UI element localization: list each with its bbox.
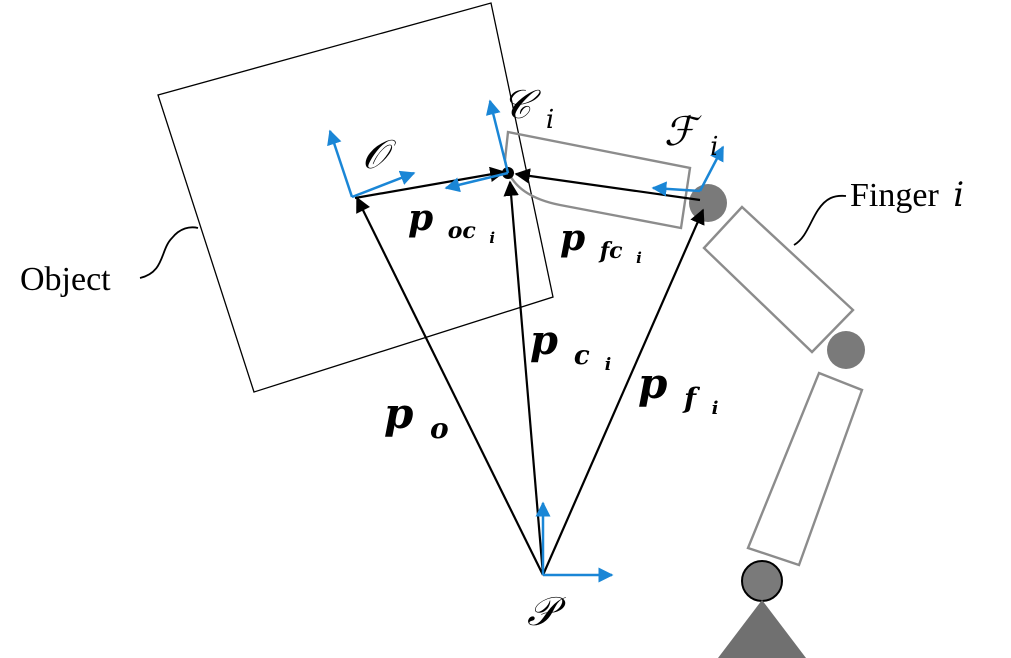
frame-object-label: 𝒪 [362,132,397,178]
frame-axes-finger [651,145,725,197]
vector-label-p-o: p o [384,389,449,445]
frame-axes-palm [535,501,614,583]
vector-label-p-fci: p fc i [560,217,642,267]
frame-palm-label: 𝒫 [527,589,567,635]
vector-p-fi [541,208,705,576]
object-leader [139,226,199,279]
finger-label: Finger i [850,175,964,215]
vector-label-p-oci: p oc i [408,197,495,247]
finger-link-lower [746,371,864,567]
finger-leader [793,194,847,246]
vector-p-fci [514,168,701,202]
fingertip-pad [503,130,692,230]
finger-base [718,600,806,658]
object-label: Object [20,261,111,298]
base-joint [741,560,783,602]
finger-link-upper [702,205,855,354]
frame-axes-contact [444,99,510,193]
vector-p-o [356,196,544,576]
middle-joint [827,331,865,369]
frame-finger-label: ℱ i [664,109,719,162]
vector-label-p-fi: p f i [638,359,719,419]
vector-label-p-ci: p c i [530,317,611,375]
frame-contact-label: 𝒞 i [502,82,554,135]
frame-axes-object [327,129,416,199]
vector-p-oci [354,166,506,200]
object-square [157,2,554,393]
